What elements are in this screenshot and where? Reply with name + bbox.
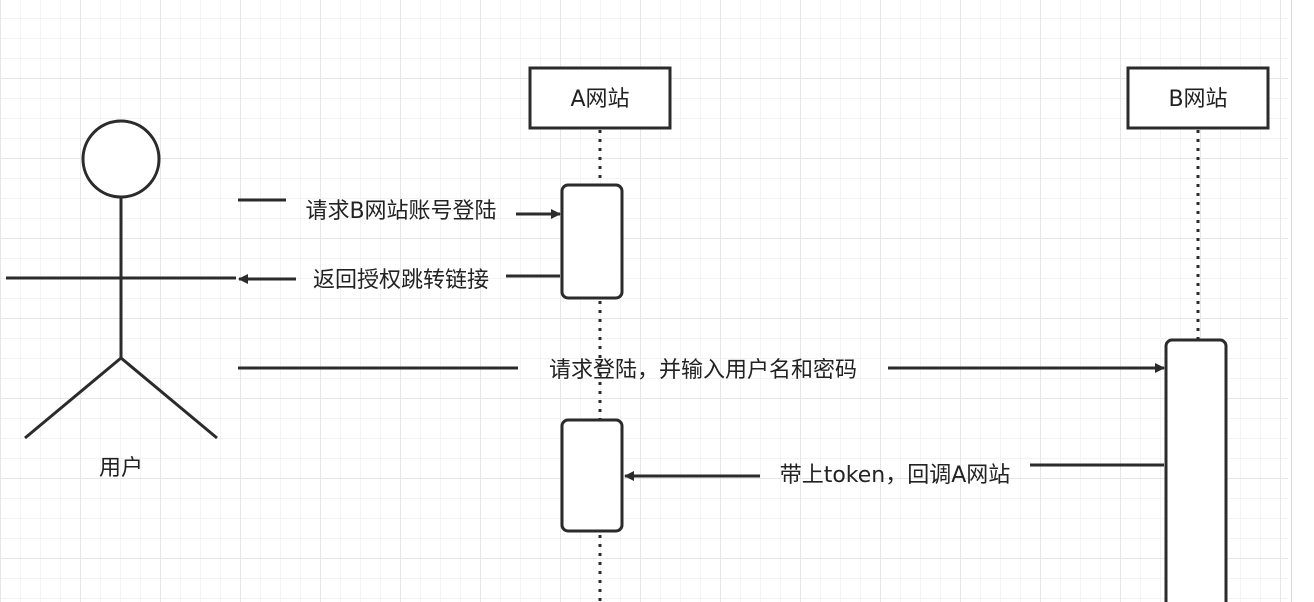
message-3[interactable]: 请求登陆，并输入用户名和密码 xyxy=(238,358,1165,383)
actor-user[interactable] xyxy=(6,119,236,440)
canvas-scrollbar-strip[interactable] xyxy=(1288,0,1314,602)
activation-a-1[interactable] xyxy=(560,183,624,300)
message-2-label: 返回授权跳转链接 xyxy=(313,268,489,293)
participant-a-box[interactable] xyxy=(528,66,672,130)
actor-head xyxy=(81,119,161,199)
message-3-label: 请求登陆，并输入用户名和密码 xyxy=(549,358,857,383)
message-1[interactable]: 请求B网站账号登陆 xyxy=(238,198,561,224)
participant-b-label: B网站 xyxy=(1168,87,1227,112)
actor-right-leg xyxy=(120,356,218,440)
actor-left-leg xyxy=(24,356,122,440)
activation-a-2[interactable] xyxy=(560,418,624,533)
activation-b-1[interactable] xyxy=(1164,338,1228,602)
message-4[interactable]: 带上token，回调A网站 xyxy=(624,463,1164,488)
message-2[interactable]: 返回授权跳转链接 xyxy=(238,268,560,293)
participant-a-label: A网站 xyxy=(570,87,629,112)
participant-b-box[interactable] xyxy=(1126,66,1270,130)
message-4-label: 带上token，回调A网站 xyxy=(780,463,1011,488)
message-1-label: 请求B网站账号登陆 xyxy=(305,199,496,224)
actor-user-label: 用户 xyxy=(99,456,143,481)
